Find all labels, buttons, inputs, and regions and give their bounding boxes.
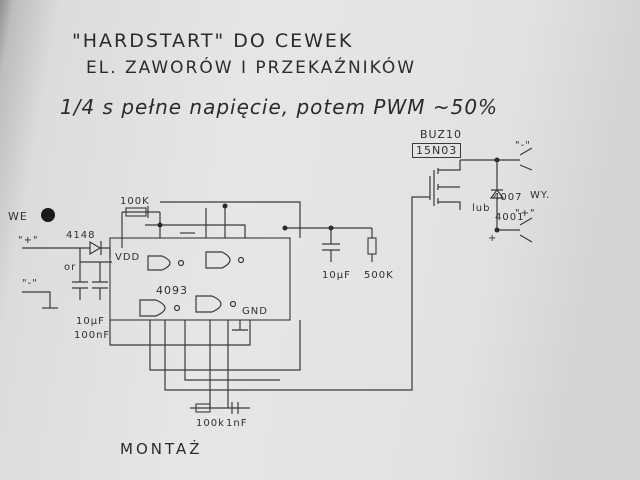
gate-1 <box>147 255 171 271</box>
output-minus-label: "-" <box>515 140 531 151</box>
top-bus-1 <box>160 201 301 238</box>
mosfet-alt-label: 15N03 <box>412 143 462 158</box>
mosfet-gate <box>429 170 435 206</box>
vdd-label: VDD <box>115 252 141 263</box>
ic-label: 4093 <box>156 284 188 297</box>
mosfet-model-label: BUZ10 <box>420 128 462 141</box>
cap-1nf <box>231 402 239 414</box>
diode-4007-label: 4007 <box>493 192 523 203</box>
input-plus-label: "+" <box>18 235 39 246</box>
resistor-100k-bottom <box>195 403 211 413</box>
cap-100nf-label: 100nF <box>74 330 111 341</box>
resistor-100k-label: 100K <box>120 196 150 207</box>
input-label: WE <box>8 210 28 223</box>
input-minus-label: "-" <box>22 278 38 289</box>
or-label: or <box>64 262 77 273</box>
plus-sign: + <box>488 233 498 244</box>
diode-4148-label: 4148 <box>66 230 96 241</box>
resistor-500k <box>367 237 377 255</box>
diode-or-label: lub <box>472 203 491 214</box>
diode-4001-label: 4001 <box>495 212 525 223</box>
gnd-label: GND <box>242 306 268 317</box>
input-terminal-dot <box>41 208 55 222</box>
footer-label: MONTAŻ <box>120 440 203 458</box>
output-plus-label: "+" <box>515 208 536 219</box>
cap-1nf-label: 1nF <box>226 418 248 429</box>
gate-4 <box>195 295 222 313</box>
resistor-100k <box>125 207 147 217</box>
title-line-3: 1/4 s pełne napięcie, potem PWM ~50% <box>60 95 499 119</box>
ic-4093-outline <box>109 237 291 321</box>
cap-100nf-symbol <box>92 262 108 300</box>
gate-drive-line <box>164 196 430 391</box>
cap-10uf-label: 10μF <box>76 316 105 327</box>
cap-right-label: 10μF <box>322 270 351 281</box>
resistor-500k-label: 500K <box>364 270 394 281</box>
title-line-1: "HARDSTART" DO CEWEK <box>72 30 354 52</box>
title-line-2: EL. ZAWORÓW I PRZEKAŹNIKÓW <box>86 58 417 78</box>
diode-4148-symbol <box>89 240 102 256</box>
output-label: WY. <box>530 190 551 201</box>
gate-3 <box>139 299 166 317</box>
gate-2 <box>205 251 231 269</box>
cap-10uf-symbol <box>72 248 88 300</box>
resistor-100k-bottom-label: 100k <box>196 418 225 429</box>
input-minus-wire <box>22 291 51 308</box>
cap-10uf-right <box>322 228 340 262</box>
